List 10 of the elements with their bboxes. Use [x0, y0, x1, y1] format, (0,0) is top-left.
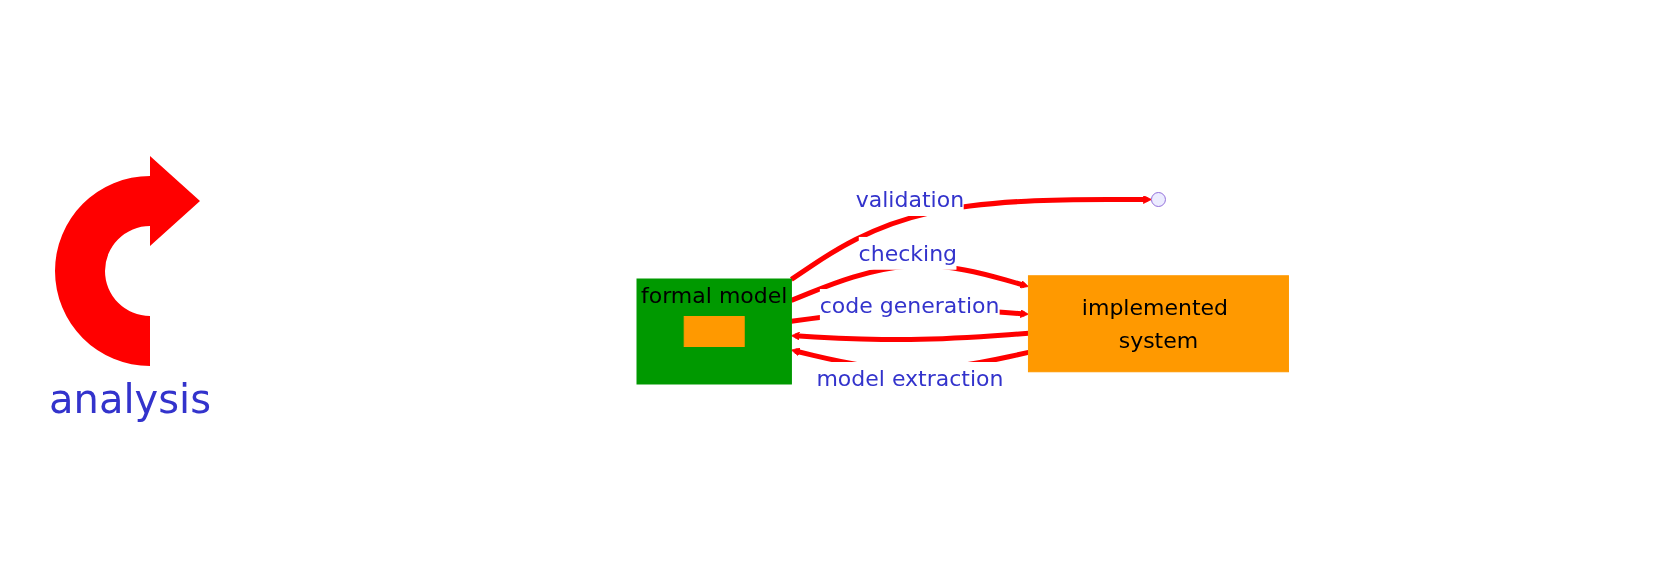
label-text: analysis: [49, 376, 211, 422]
arrow: [791, 330, 1029, 343]
node-box: [683, 316, 745, 347]
edge-label: checking: [858, 240, 958, 266]
edge-label: validation: [856, 187, 965, 212]
edge-label: model extraction: [816, 366, 1004, 391]
arrow: [790, 195, 1153, 282]
edge-label: code generation: [819, 293, 1000, 319]
node-box: implemented system: [1028, 275, 1290, 373]
cluster: formal model: [636, 278, 793, 385]
